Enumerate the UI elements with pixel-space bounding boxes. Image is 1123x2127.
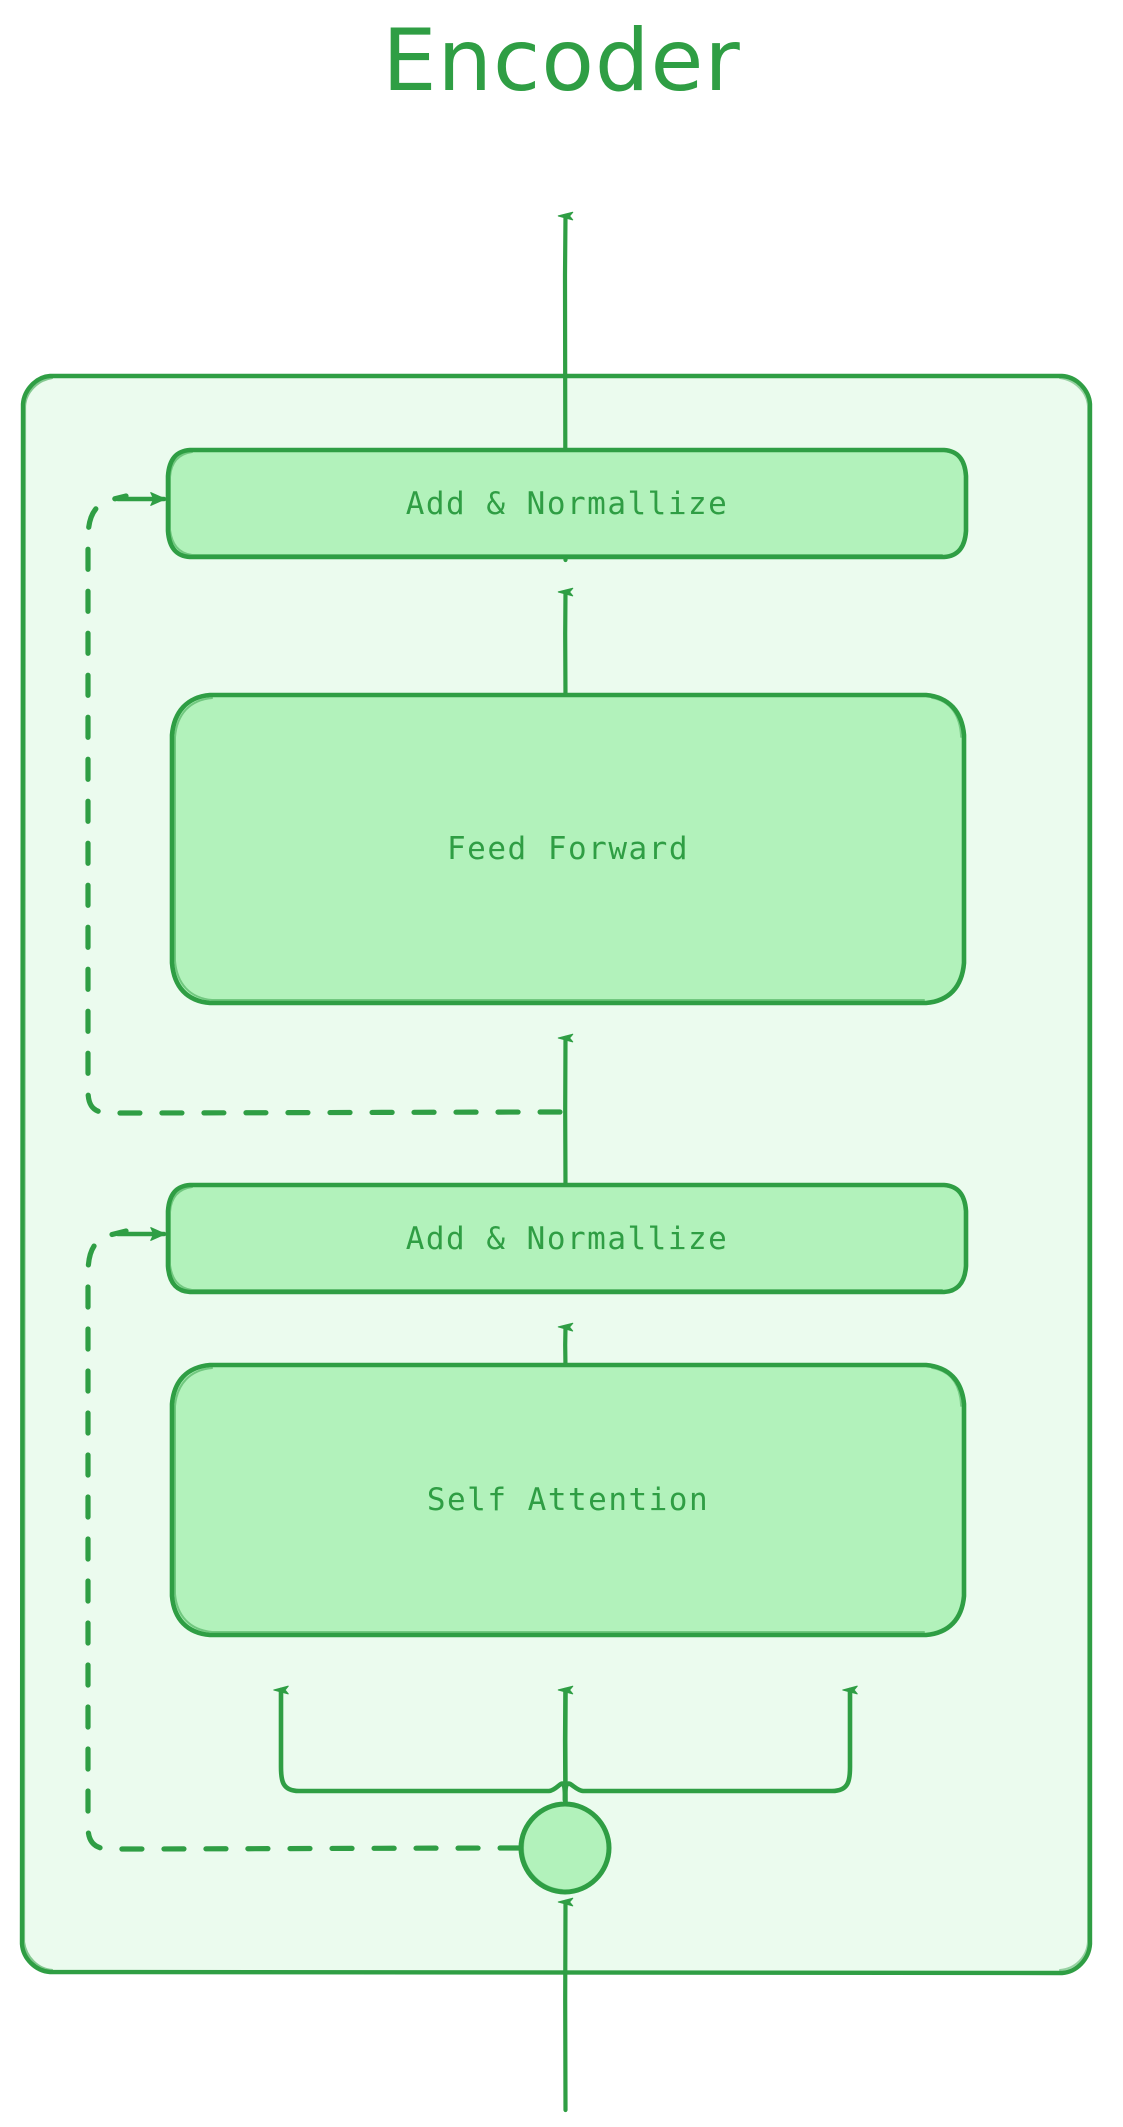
node-label-add-normalize-bottom: Add & Normallize xyxy=(405,1221,729,1257)
node-self-attention[interactable] xyxy=(169,1362,967,1638)
edge-junction-to-self-attention-fork xyxy=(273,1685,858,1805)
edge-residual-upper xyxy=(85,492,563,1116)
node-input-junction[interactable] xyxy=(518,1801,612,1895)
edge-residual-lower xyxy=(85,1227,523,1852)
page-title: Encoder xyxy=(382,11,741,111)
node-add-normalize-bottom[interactable] xyxy=(165,1182,969,1295)
node-add-normalize-top[interactable] xyxy=(165,447,969,560)
encoder-block-container xyxy=(19,373,1093,1976)
node-label-self-attention: Self Attention xyxy=(426,1482,710,1518)
node-feed-forward[interactable] xyxy=(169,692,967,1006)
node-label-feed-forward: Feed Forward xyxy=(447,831,689,867)
node-label-add-normalize-top: Add & Normallize xyxy=(405,486,729,522)
